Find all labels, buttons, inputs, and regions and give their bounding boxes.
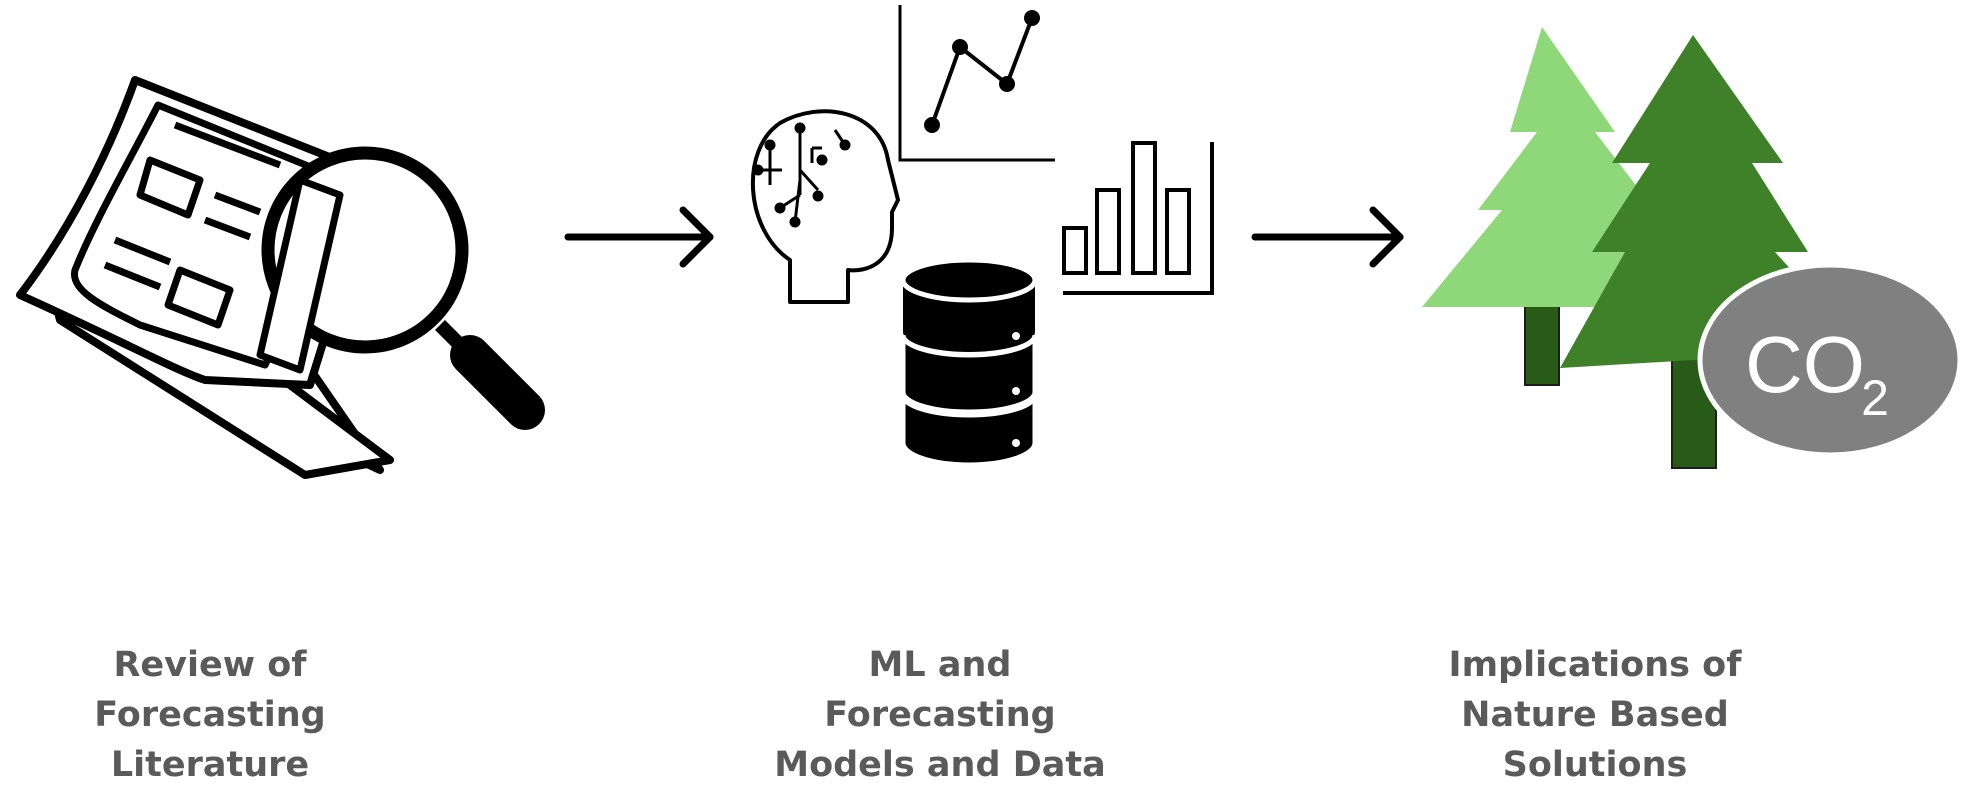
step-caption-implications: Implications of Nature Based Solutions: [1400, 640, 1790, 790]
caption-line: Forecasting: [94, 695, 326, 735]
article-box: [164, 266, 234, 329]
text-line: [113, 236, 172, 266]
arrow-icon: [1251, 206, 1404, 268]
article-box: [136, 156, 204, 219]
text-line: [103, 261, 162, 291]
caption-line: Implications of: [1448, 645, 1742, 685]
caption-line: Nature Based: [1461, 695, 1729, 735]
arrow-icon: [564, 206, 714, 268]
magnifier-documents-icon: [16, 76, 545, 479]
text-line: [203, 216, 252, 241]
co2-badge: CO 2: [1697, 262, 1963, 458]
bar-chart-icon: [1062, 141, 1214, 295]
text-line: [173, 121, 282, 169]
caption-line: Forecasting: [824, 695, 1056, 735]
database-icon: [900, 257, 1038, 468]
caption-line: Literature: [110, 745, 310, 785]
co2-subscript: 2: [1861, 370, 1889, 426]
step-caption-review: Review of Forecasting Literature: [40, 640, 380, 790]
caption-line: ML and: [868, 645, 1012, 685]
caption-line: Models and Data: [774, 745, 1106, 785]
caption-line: Review of: [113, 645, 307, 685]
caption-line: Solutions: [1502, 745, 1688, 785]
text-line: [213, 191, 262, 216]
circuit-icon: [752, 122, 851, 228]
co2-label: CO: [1745, 320, 1865, 409]
ai-head-icon: [750, 109, 900, 304]
step-caption-models: ML and Forecasting Models and Data: [740, 640, 1140, 790]
magnifier-handle: [450, 335, 545, 430]
trees-co2-icon: CO 2: [1422, 27, 1963, 469]
rolled-page: [256, 176, 344, 374]
ai-models-data-icon: [750, 5, 1214, 468]
line-chart-icon: [898, 5, 1055, 162]
